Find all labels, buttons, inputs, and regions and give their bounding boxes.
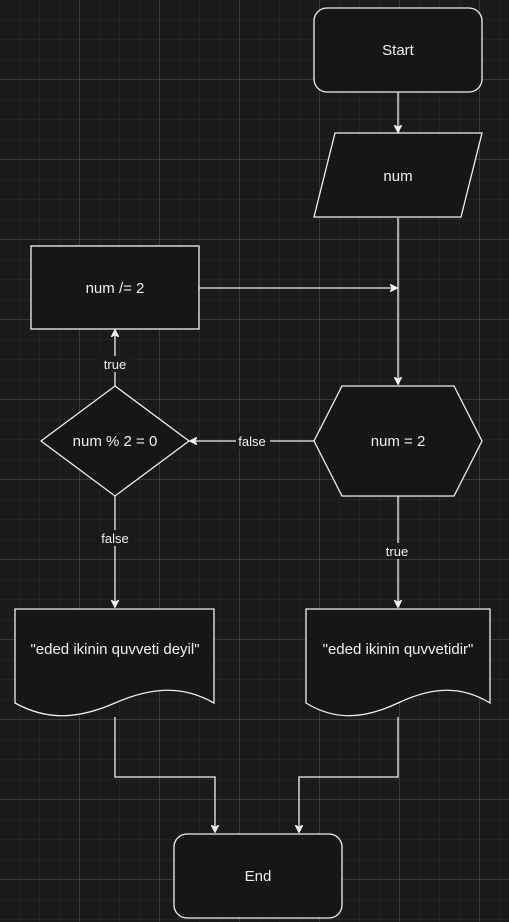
node-divide[interactable]: num /= 2: [30, 245, 200, 330]
document-shape: [14, 608, 215, 717]
node-check-even-label: num % 2 = 0: [73, 433, 158, 450]
node-output-power[interactable]: "eded ikinin quvvetidir": [305, 608, 491, 717]
edge-label-check-two-true: true: [386, 544, 408, 559]
edge-label-check-two-false: false: [238, 434, 265, 449]
node-divide-label: num /= 2: [86, 280, 145, 297]
node-end[interactable]: End: [173, 833, 343, 919]
parallelogram-shape: [313, 132, 483, 218]
node-check-two-label: num = 2: [371, 433, 426, 450]
edge-label-check-even-true: true: [104, 357, 126, 372]
terminator-shape: [313, 7, 483, 93]
node-check-even[interactable]: num % 2 = 0: [39, 385, 191, 497]
document-shape: [305, 608, 491, 717]
node-check-two[interactable]: num = 2: [313, 385, 483, 497]
edge-labels: false true false true: [96, 356, 415, 559]
edge-not-power-to-end: [114, 717, 215, 832]
process-shape: [30, 245, 200, 330]
hexagon-shape: [313, 385, 483, 497]
node-start-label: Start: [382, 42, 415, 59]
terminator-shape: [173, 833, 343, 919]
node-input-num-label: num: [383, 168, 412, 185]
node-output-not-power-label: "eded ikinin quvveti deyil": [30, 641, 199, 658]
node-input-num[interactable]: num: [313, 132, 483, 218]
node-start[interactable]: Start: [313, 7, 483, 93]
node-end-label: End: [245, 868, 272, 885]
node-output-not-power[interactable]: "eded ikinin quvveti deyil": [14, 608, 215, 717]
node-output-power-label: "eded ikinin quvvetidir": [323, 641, 474, 658]
edge-label-check-even-false: false: [101, 531, 128, 546]
edge-power-to-end: [299, 717, 399, 832]
diamond-shape: [39, 385, 191, 497]
